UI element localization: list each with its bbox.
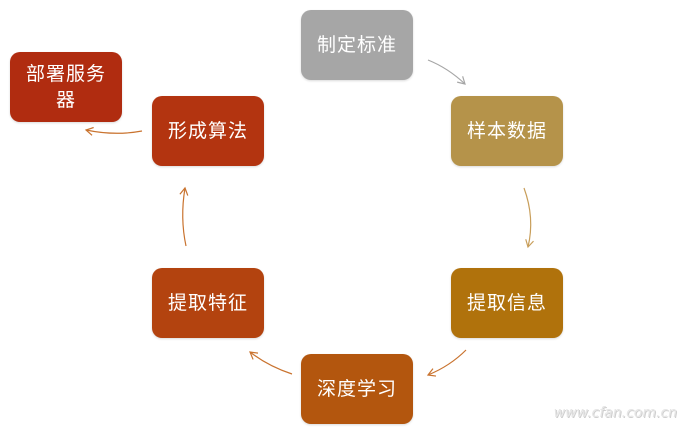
- node-extract-feature: 提取特征: [152, 268, 264, 338]
- arrow-extract-info-to-deep-learning: [426, 349, 467, 377]
- node-standard: 制定标准: [301, 10, 413, 80]
- node-standard-label: 制定标准: [316, 34, 397, 56]
- arrow-extract-feature-to-algorithm: [179, 186, 189, 247]
- node-extract-info: 提取信息: [451, 268, 563, 338]
- arrow-standard-to-sample: [427, 59, 466, 85]
- node-sample-data: 样本数据: [451, 96, 563, 166]
- arrow-deep-learning-to-extract-feature: [249, 351, 293, 375]
- arrow-algorithm-to-deploy: [84, 126, 143, 136]
- node-deploy-server: 部署服务器: [10, 52, 122, 122]
- node-algorithm: 形成算法: [152, 96, 264, 166]
- node-deep-learning: 深度学习: [301, 354, 413, 424]
- node-sample-data-label: 样本数据: [466, 120, 547, 142]
- node-deep-learning-label: 深度学习: [316, 378, 397, 400]
- node-extract-info-label: 提取信息: [466, 292, 547, 314]
- node-algorithm-label: 形成算法: [167, 120, 248, 142]
- watermark: www.cfan.com.cn: [553, 405, 677, 421]
- node-extract-feature-label: 提取特征: [167, 292, 248, 314]
- arrow-sample-to-extract-info: [523, 187, 534, 249]
- node-deploy-server-label: 部署服务器: [25, 63, 106, 111]
